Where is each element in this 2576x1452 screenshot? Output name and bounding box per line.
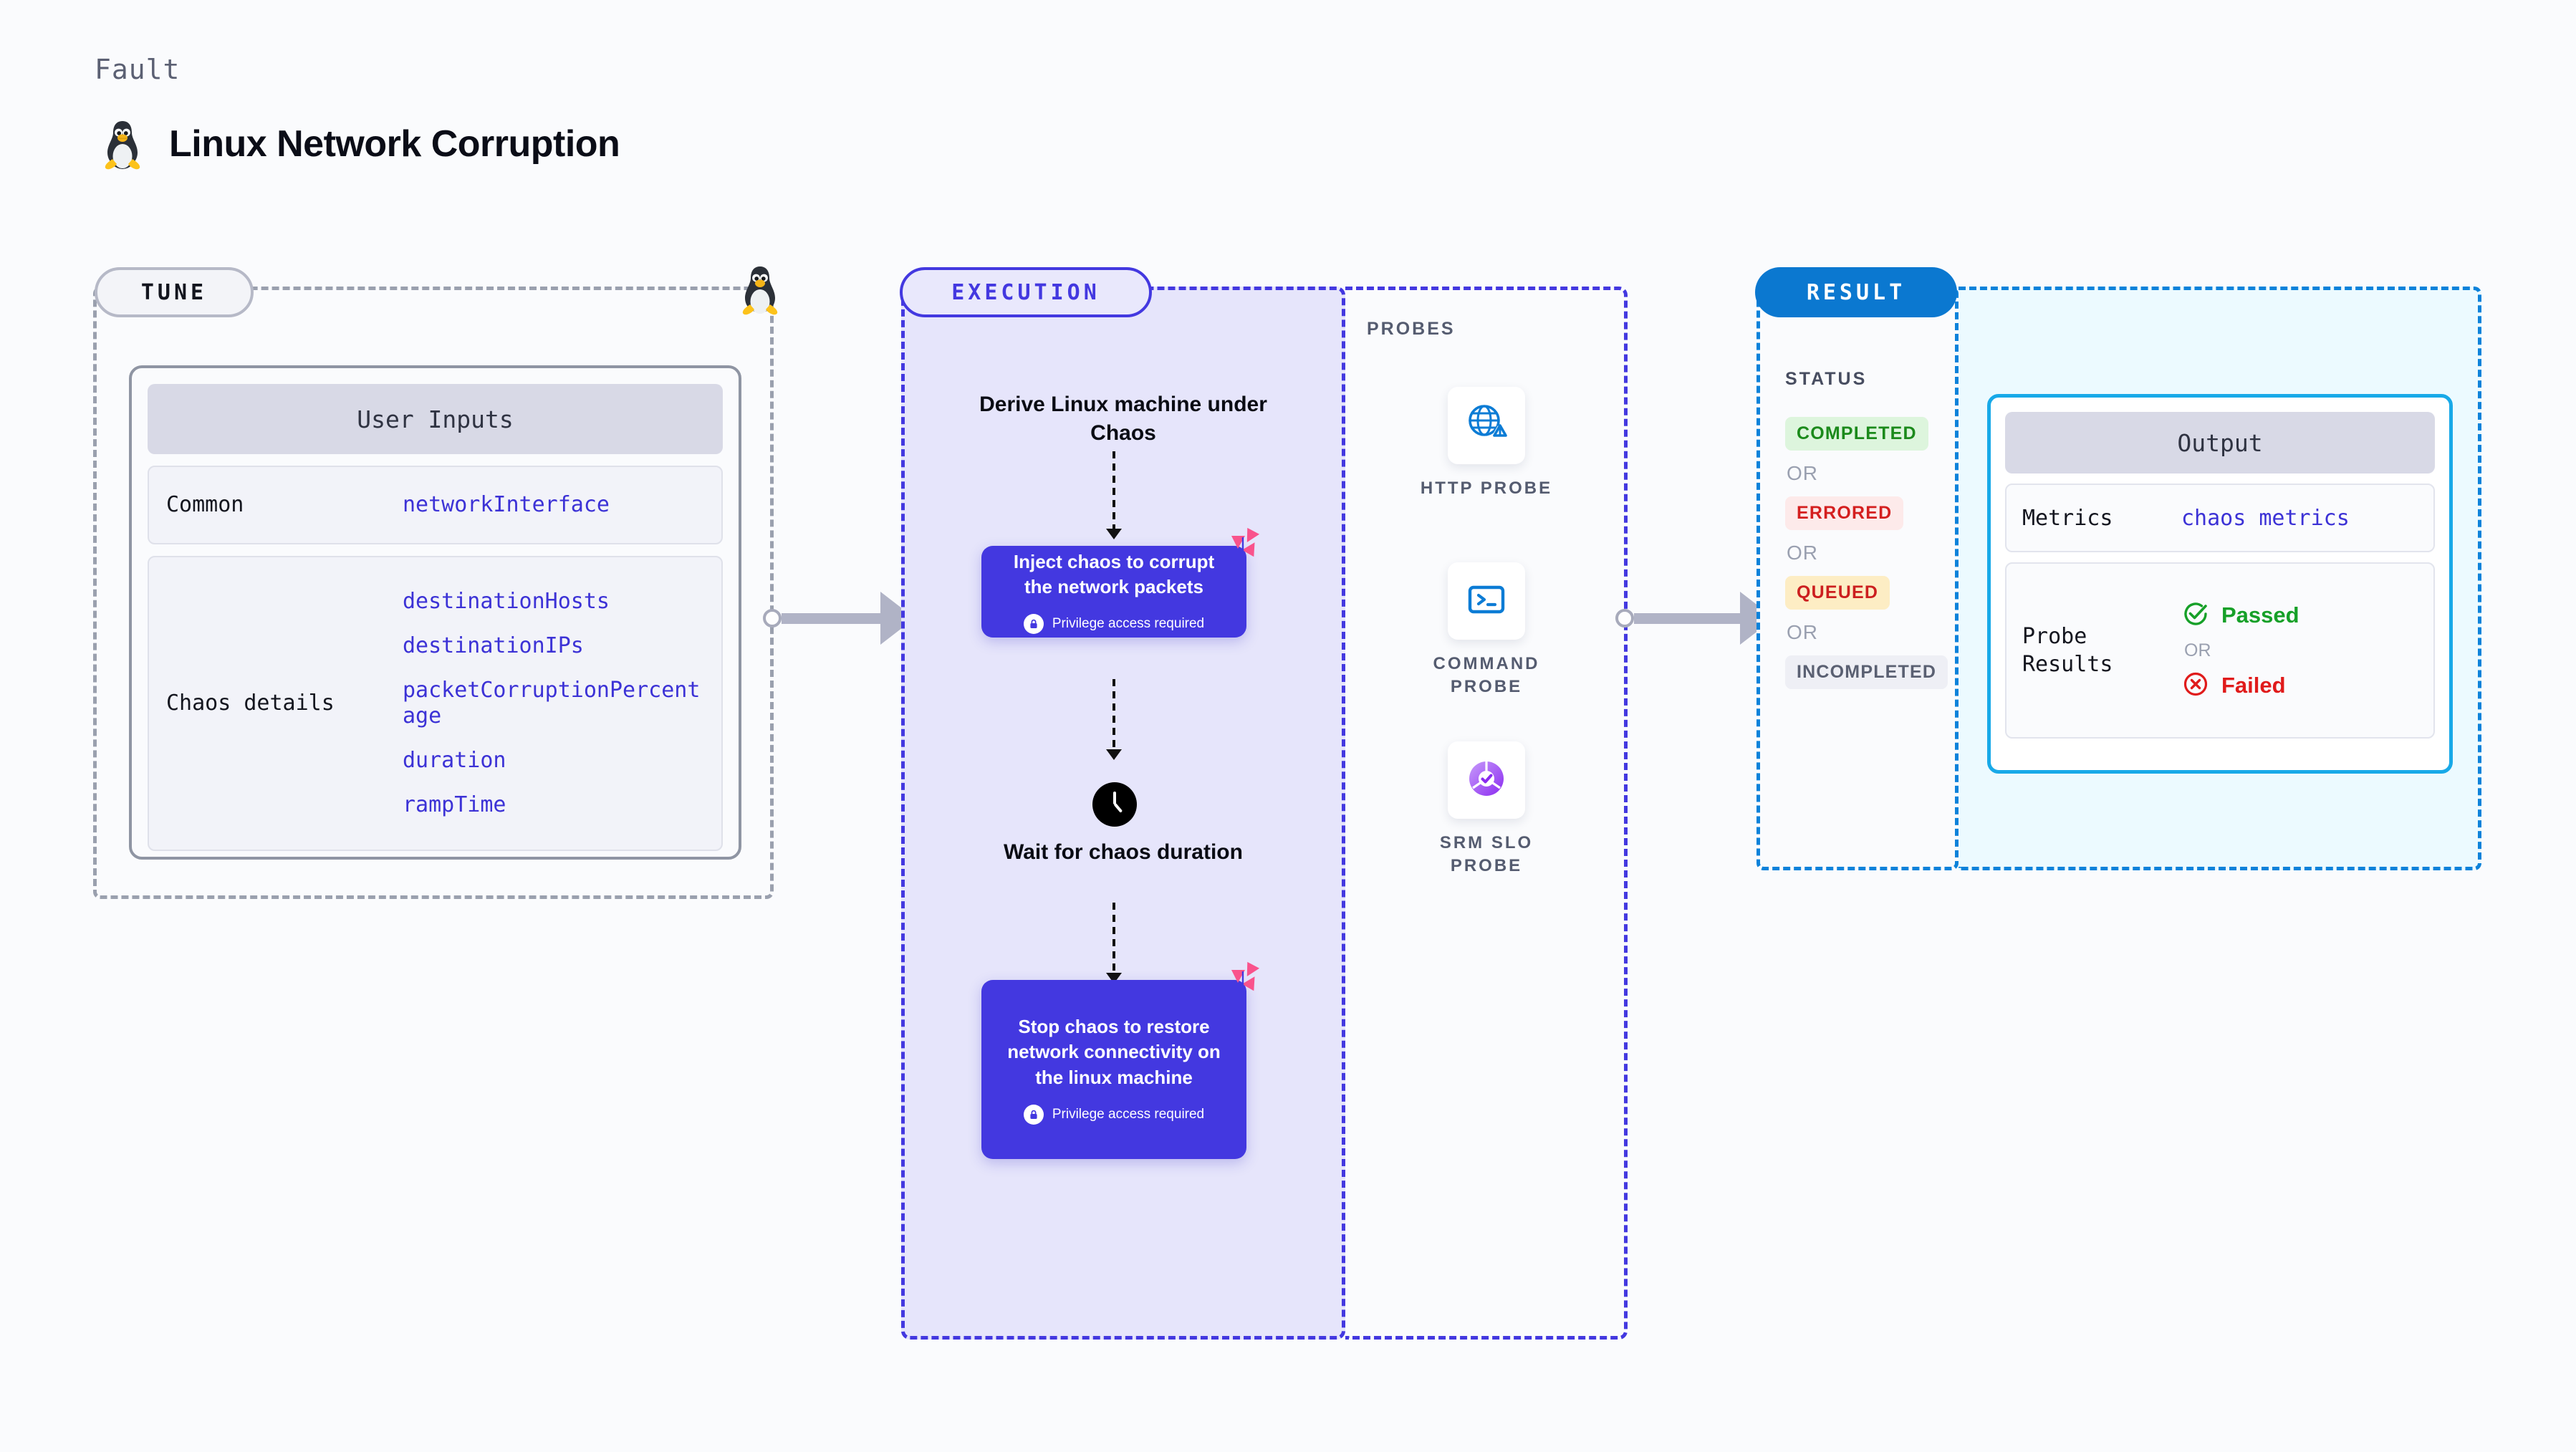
clock-hand-minute <box>1113 802 1123 813</box>
output-row-key: Probe Results <box>2022 624 2113 677</box>
linux-penguin-connector-icon <box>738 264 782 319</box>
status-badge-errored: ERRORED <box>1785 496 1904 530</box>
status-options-list: COMPLETED OR ERRORED OR QUEUED OR INCOMP… <box>1785 417 1950 689</box>
probe-item-command[interactable]: COMMAND PROBE <box>1415 562 1558 698</box>
probe-item-srm-slo[interactable]: SRM SLO PROBE <box>1415 741 1558 877</box>
probe-caption: SRM SLO PROBE <box>1439 833 1534 875</box>
flow-arrow-head <box>1106 529 1122 539</box>
tune-value[interactable]: rampTime <box>403 792 506 817</box>
probe-result-passed: Passed <box>2181 600 2299 632</box>
flow-arrow-line <box>1112 451 1115 530</box>
output-card: Output Metrics chaos metrics Probe Resul… <box>1987 394 2453 774</box>
user-inputs-title: User Inputs <box>148 384 723 454</box>
probe-tile <box>1448 741 1525 819</box>
tune-row-key: Common <box>166 491 244 517</box>
probe-result-passed-label: Passed <box>2221 602 2299 628</box>
status-badge-completed: COMPLETED <box>1785 417 1928 451</box>
probe-result-options: Passed OR Failed <box>2181 600 2299 702</box>
output-row-key: Metrics <box>2022 505 2113 531</box>
connector-shaft <box>782 612 882 624</box>
probe-result-failed-label: Failed <box>2221 673 2286 698</box>
privilege-notice: Privilege access required <box>1023 1105 1205 1125</box>
execution-step-card-stop[interactable]: Stop chaos to restore network connectivi… <box>981 961 1260 1159</box>
output-title: Output <box>2005 412 2435 473</box>
check-circle-icon <box>2181 600 2210 632</box>
tune-row-chaos-details: Chaos details destinationHosts destinati… <box>148 556 723 851</box>
execution-card-text: Inject chaos to corrupt the network pack… <box>1013 550 1215 597</box>
connector-node <box>1615 609 1634 628</box>
tune-value[interactable]: packetCorruptionPercentage <box>403 678 701 729</box>
execution-section-badge: EXECUTION <box>900 267 1152 317</box>
probe-tile <box>1448 387 1525 464</box>
tune-value[interactable]: networkInterface <box>403 492 610 517</box>
output-row-metrics: Metrics chaos metrics <box>2005 484 2435 552</box>
tune-value[interactable]: destinationHosts <box>403 589 610 614</box>
execution-step-title: Derive Linux machine under Chaos <box>979 393 1267 445</box>
litmus-chaos-icon <box>1228 961 1261 998</box>
probe-tile <box>1448 562 1525 640</box>
status-badge-queued: QUEUED <box>1785 576 1890 610</box>
clock-hand-hour <box>1113 792 1116 804</box>
tune-row-values: networkInterface <box>403 492 610 518</box>
status-label: STATUS <box>1785 369 1868 389</box>
result-section-badge: RESULT <box>1755 267 1957 317</box>
execution-step-card-inject[interactable]: Inject chaos to corrupt the network pack… <box>981 527 1260 638</box>
probe-caption: COMMAND PROBE <box>1433 654 1540 696</box>
tune-row-values: destinationHosts destinationIPs packetCo… <box>403 589 704 818</box>
status-badge-incompleted: INCOMPLETED <box>1785 655 1948 689</box>
tune-section-frame <box>93 287 774 899</box>
terminal-icon <box>1464 577 1509 625</box>
or-separator: OR <box>1787 542 1818 564</box>
tune-section-badge: TUNE <box>95 267 254 317</box>
output-metrics-value[interactable]: chaos metrics <box>2181 505 2350 531</box>
privilege-text: Privilege access required <box>1052 616 1205 632</box>
connector-shaft <box>1634 612 1741 624</box>
probes-section-label: PROBES <box>1367 319 1456 339</box>
linux-penguin-icon <box>100 118 145 170</box>
or-separator: OR <box>1787 462 1818 484</box>
privilege-notice: Privilege access required <box>1023 614 1205 635</box>
privilege-text: Privilege access required <box>1052 1107 1205 1122</box>
slo-donut-check-icon <box>1464 756 1509 804</box>
fault-eyebrow-label: Fault <box>95 54 181 85</box>
lock-icon <box>1023 614 1044 635</box>
connector-node <box>763 609 782 628</box>
tune-row-common: Common networkInterface <box>148 466 723 544</box>
litmus-chaos-icon <box>1228 527 1261 564</box>
flow-arrow-line <box>1112 679 1115 751</box>
or-separator: OR <box>2184 640 2211 660</box>
lock-icon <box>1023 1105 1044 1125</box>
probe-caption: HTTP PROBE <box>1420 479 1553 498</box>
tune-value[interactable]: destinationIPs <box>403 633 584 658</box>
execution-step-title: Wait for chaos duration <box>1004 840 1243 864</box>
or-separator: OR <box>1787 621 1818 643</box>
output-row-probe-results: Probe Results Passed OR <box>2005 562 2435 739</box>
execution-card-text: Stop chaos to restore network connectivi… <box>1007 1015 1221 1088</box>
x-circle-icon <box>2181 670 2210 702</box>
fault-title-row: Linux Network Corruption <box>100 118 620 170</box>
user-inputs-card: User Inputs Common networkInterface Chao… <box>129 365 741 860</box>
clock-icon <box>1092 782 1137 827</box>
probe-item-http[interactable]: HTTP PROBE <box>1415 387 1558 500</box>
globe-warning-icon <box>1464 402 1509 450</box>
page-title: Linux Network Corruption <box>169 123 620 165</box>
tune-value[interactable]: duration <box>403 748 506 773</box>
flow-arrow-head <box>1106 749 1122 760</box>
probe-result-failed: Failed <box>2181 670 2299 702</box>
tune-row-key: Chaos details <box>166 690 335 716</box>
flow-arrow-line <box>1112 903 1115 974</box>
